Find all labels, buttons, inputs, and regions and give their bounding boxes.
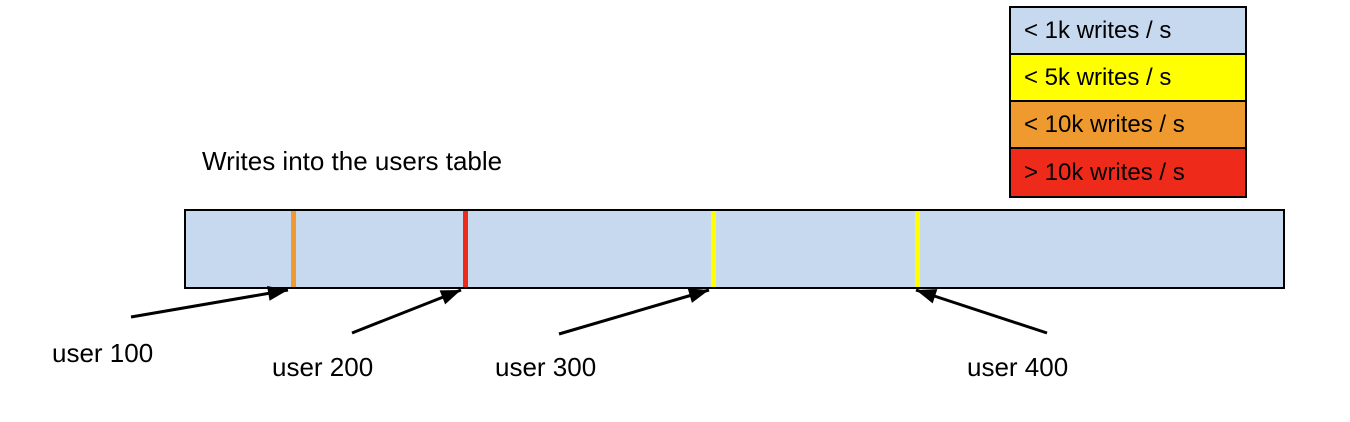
stripe-user-200 (463, 211, 468, 287)
legend-row-under-1k: < 1k writes / s (1011, 8, 1245, 55)
annotation-label-user-100: user 100 (52, 338, 154, 368)
legend-label-under-5k: < 5k writes / s (1024, 63, 1172, 91)
arrow-line-user-100 (130, 288, 289, 319)
stripe-user-400 (915, 211, 920, 287)
legend-row-under-10k: < 10k writes / s (1011, 102, 1245, 149)
arrow-line-user-300 (558, 288, 710, 336)
legend-row-over-10k: > 10k writes / s (1011, 149, 1245, 196)
legend-label-under-10k: < 10k writes / s (1024, 110, 1185, 138)
arrow-head-user-400 (916, 289, 938, 304)
legend-label-under-1k: < 1k writes / s (1024, 16, 1172, 44)
arrow-head-user-200 (439, 290, 461, 305)
annotation-label-user-300: user 300 (495, 352, 597, 382)
annotation-label-user-200: user 200 (272, 352, 374, 382)
legend-label-over-10k: > 10k writes / s (1024, 158, 1185, 186)
arrow-line-user-400 (915, 288, 1048, 335)
writes-legend: < 1k writes / s < 5k writes / s < 10k wr… (1009, 6, 1247, 198)
legend-row-under-5k: < 5k writes / s (1011, 55, 1245, 102)
stripe-user-300 (711, 211, 716, 287)
arrow-head-user-300 (687, 288, 709, 303)
users-table-bar (184, 209, 1285, 289)
annotation-label-user-400: user 400 (967, 352, 1069, 382)
stripe-user-100 (291, 211, 296, 287)
arrow-line-user-200 (351, 288, 462, 335)
chart-title: Writes into the users table (202, 146, 503, 176)
